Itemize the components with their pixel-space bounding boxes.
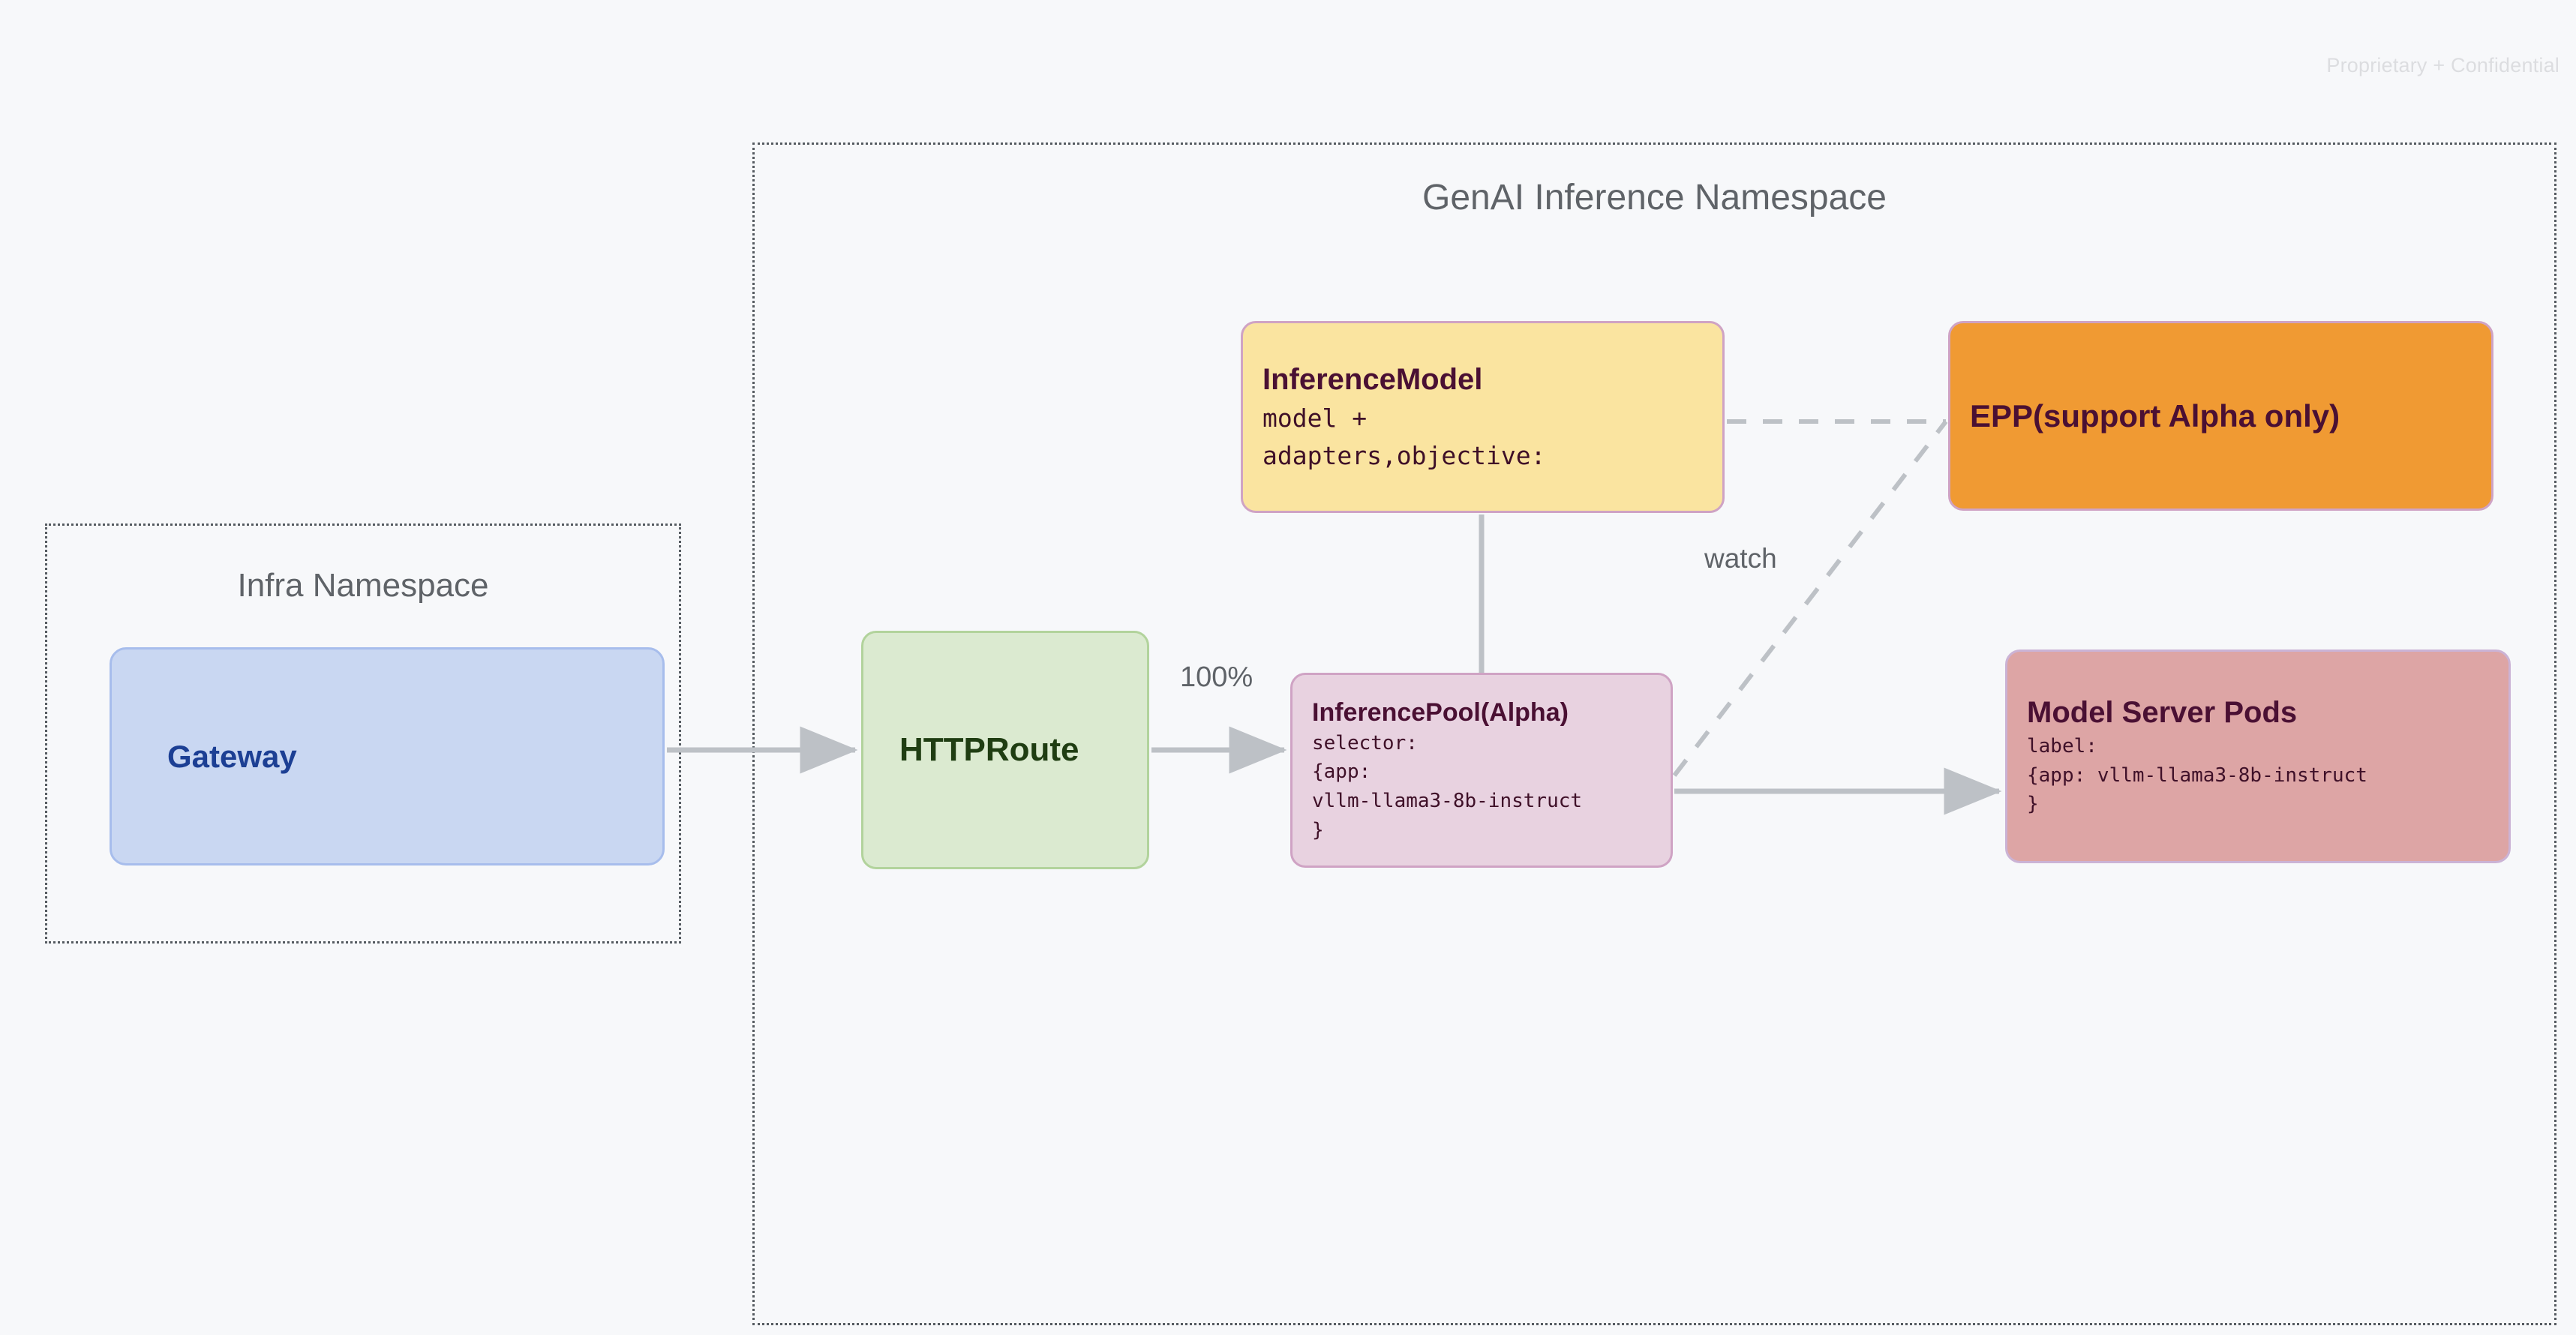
node-gateway-title: Gateway [167, 738, 297, 774]
edge-label-traffic-weight: 100% [1180, 662, 1253, 693]
node-inference-pool-line4: } [1312, 818, 1324, 842]
node-inference-pool-title: InferencePool(Alpha) [1312, 698, 1569, 727]
edge-label-watch: watch [1704, 543, 1777, 574]
namespace-infra-title: Infra Namespace [237, 567, 489, 604]
node-inference-model[interactable]: InferenceModel model + adapters,objectiv… [1241, 321, 1725, 513]
node-inference-pool[interactable]: InferencePool(Alpha) selector: {app: vll… [1290, 673, 1673, 868]
node-model-server-pods-line3: } [2027, 793, 2039, 816]
namespace-genai-inference: GenAI Inference Namespace [752, 142, 2556, 1325]
node-inference-pool-line1: selector: [1312, 731, 1418, 754]
node-epp-title: EPP(support Alpha only) [1970, 398, 2340, 434]
node-httproute[interactable]: HTTPRoute [861, 631, 1149, 869]
namespace-infra: Infra Namespace [45, 524, 681, 944]
node-gateway[interactable]: Gateway [110, 647, 665, 866]
node-inference-model-line1: model + [1262, 403, 1368, 433]
node-inference-pool-line3: vllm-llama3-8b-instruct [1312, 790, 1583, 813]
node-model-server-pods[interactable]: Model Server Pods label: {app: vllm-llam… [2005, 650, 2511, 863]
confidentiality-watermark: Proprietary + Confidential [2326, 54, 2559, 76]
node-model-server-pods-line2: {app: vllm-llama3-8b-instruct [2027, 764, 2367, 787]
node-model-server-pods-line1: label: [2027, 735, 2097, 758]
node-inference-model-line2: adapters,objective: [1262, 440, 1546, 470]
node-inference-pool-line2: {app: [1312, 760, 1371, 784]
namespace-genai-inference-title: GenAI Inference Namespace [1422, 178, 1887, 218]
node-epp[interactable]: EPP(support Alpha only) [1948, 321, 2493, 511]
node-model-server-pods-title: Model Server Pods [2027, 696, 2298, 730]
node-httproute-title: HTTPRoute [899, 731, 1079, 769]
node-inference-model-title: InferenceModel [1262, 362, 1483, 396]
